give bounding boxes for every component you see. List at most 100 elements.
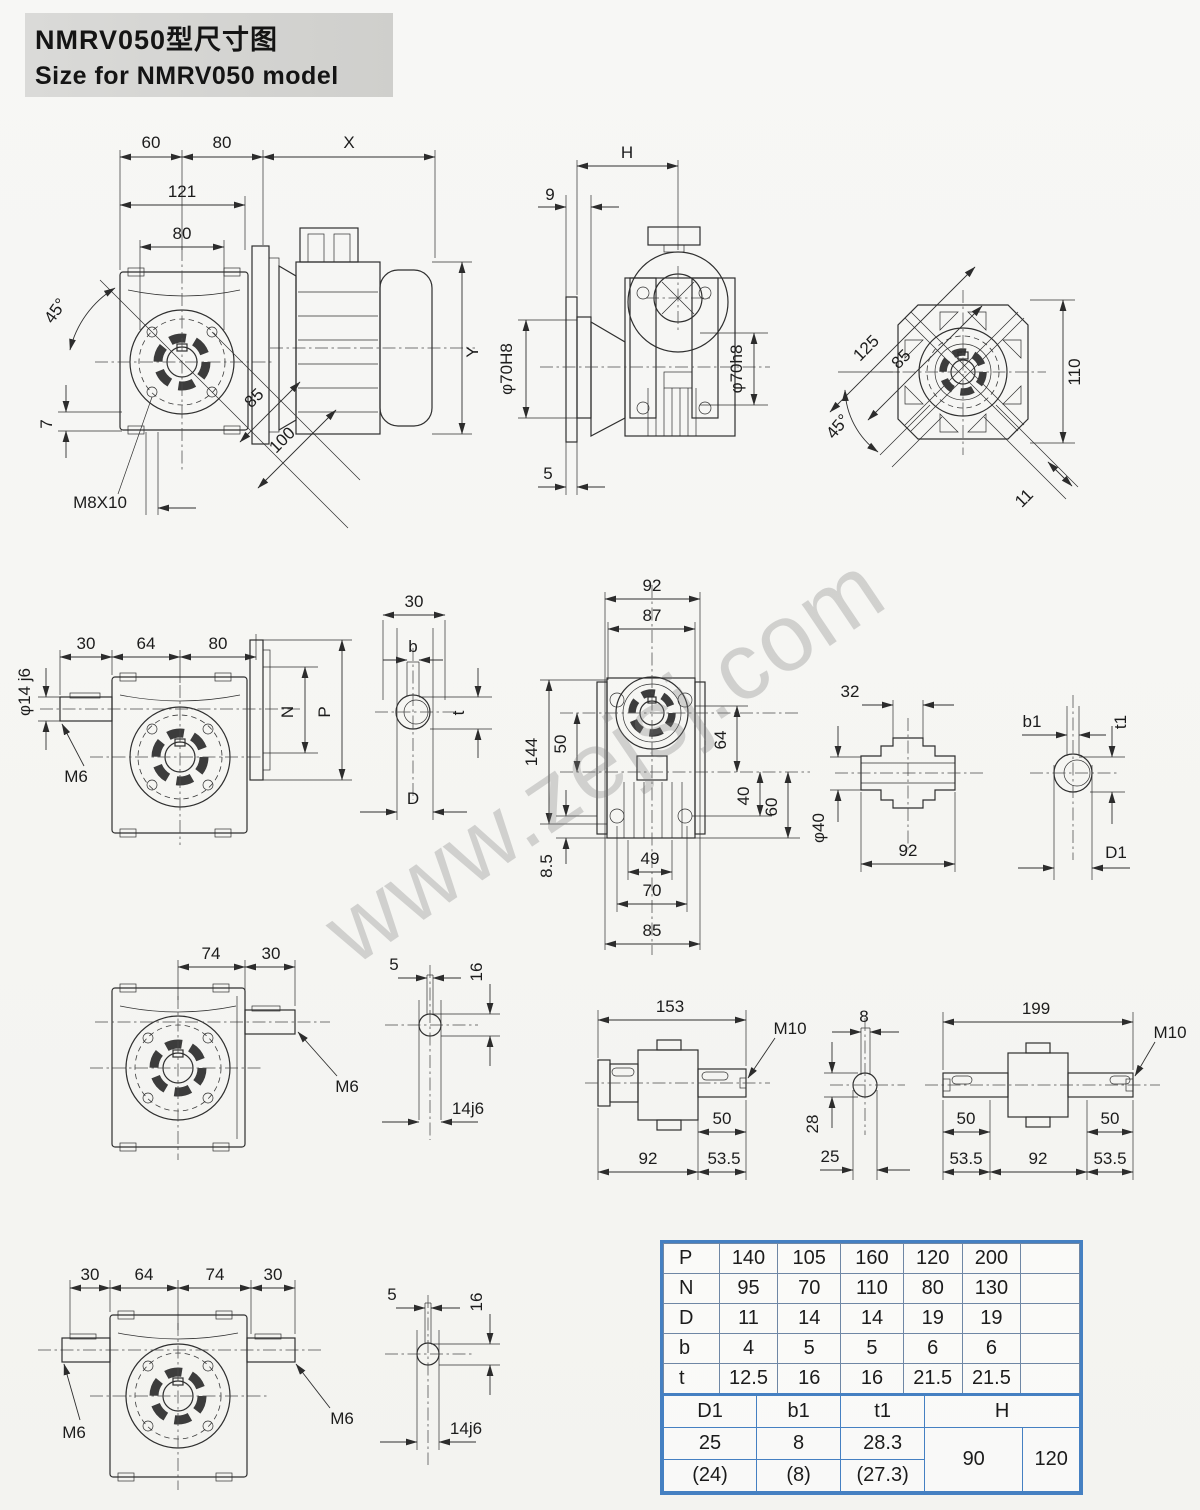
cell: 25 [662, 1427, 758, 1460]
cell: 8 [756, 1427, 842, 1460]
dim-16: 16 [467, 963, 486, 982]
row-label: D [663, 1303, 720, 1334]
dim-50-right: 50 [1101, 1109, 1120, 1128]
dim-74: 74 [202, 944, 221, 963]
header-b1: b1 [756, 1395, 842, 1428]
cell: 21.5 [902, 1363, 963, 1395]
cell: 11 [718, 1303, 779, 1334]
dim-25: 25 [821, 1147, 840, 1166]
cell-empty [1020, 1303, 1080, 1334]
front-view-input-shaft: 30 64 80 φ14 j6 M6 N P [15, 634, 352, 845]
dim-9: 9 [545, 185, 554, 204]
dim-d1: D1 [1105, 843, 1127, 862]
cell: 120 [902, 1243, 963, 1274]
cell: 16 [777, 1363, 842, 1395]
dim-50: 50 [713, 1109, 732, 1128]
cell: 5 [777, 1333, 842, 1364]
cell: 200 [961, 1243, 1022, 1274]
header-t1: t1 [840, 1395, 926, 1428]
worm-shaft-section: 30 b t D [360, 592, 492, 820]
dim-30: 30 [77, 634, 96, 653]
dim-phi70h8: φ70h8 [727, 345, 746, 394]
dim-80-flange: 80 [173, 224, 192, 243]
dim-45deg: 45° [822, 411, 853, 443]
dim-5: 5 [387, 1285, 396, 1304]
cell: 28.3 [840, 1427, 926, 1460]
dim-92: 92 [643, 576, 662, 595]
dim-h: H [621, 143, 633, 162]
dim-40: 40 [734, 787, 753, 806]
cell: 16 [840, 1363, 904, 1395]
cell: 95 [718, 1273, 779, 1304]
dim-92: 92 [899, 841, 918, 860]
dim-d: D [407, 789, 419, 808]
dim-m6-left: M6 [62, 1423, 86, 1442]
cell: (27.3) [840, 1459, 926, 1492]
dim-50: 50 [551, 735, 570, 754]
row-label: P [663, 1243, 720, 1274]
dim-87: 87 [643, 606, 662, 625]
dim-m6: M6 [64, 767, 88, 786]
cell-empty [1020, 1363, 1080, 1395]
cell: 21.5 [961, 1363, 1022, 1395]
title-block: NMRV050型尺寸图 Size for NMRV050 model [25, 13, 393, 97]
cell: 5 [840, 1333, 904, 1364]
dim-m10: M10 [773, 1019, 806, 1038]
output-shaft-section-2: 5 16 14j6 [380, 1285, 500, 1465]
dim-b1: b1 [1023, 712, 1042, 731]
dim-45deg: 45° [40, 295, 70, 327]
dim-53-5-left: 53.5 [949, 1149, 982, 1168]
cell: (24) [662, 1459, 758, 1492]
dim-11: 11 [1011, 485, 1037, 511]
dim-p: P [315, 706, 334, 717]
dim-m8x10: M8X10 [73, 493, 127, 512]
dim-phi14j6: φ14 j6 [15, 668, 34, 716]
dim-y: Y [463, 346, 482, 357]
dim-92: 92 [639, 1149, 658, 1168]
dim-phi70H8: φ70H8 [497, 343, 516, 395]
dim-60: 60 [142, 133, 161, 152]
cell-h90: 90 [924, 1427, 1024, 1492]
front-view-with-motor: 60 80 X 121 80 45° 7 M8X10 [37, 133, 482, 529]
dim-49: 49 [641, 849, 660, 868]
dim-110: 110 [1065, 358, 1084, 385]
cell: 140 [718, 1243, 779, 1274]
dim-28: 28 [803, 1115, 822, 1134]
cell: 130 [961, 1273, 1022, 1304]
dim-92: 92 [1029, 1149, 1048, 1168]
dim-16: 16 [467, 1293, 486, 1312]
dim-30-right: 30 [264, 1265, 283, 1284]
dim-80-top: 80 [213, 133, 232, 152]
cell: 110 [840, 1273, 904, 1304]
side-view: H 9 φ70H8 φ70h8 5 [497, 143, 770, 495]
cell: 4 [718, 1333, 779, 1364]
worm-cross-section: 8 28 25 [803, 1007, 910, 1180]
cell: 70 [777, 1273, 842, 1304]
dim-153: 153 [656, 997, 684, 1016]
cell-h120: 120 [1022, 1427, 1080, 1492]
dim-5: 5 [543, 464, 552, 483]
row-label: N [663, 1273, 720, 1304]
page-title-en: Size for NMRV050 model [35, 62, 339, 90]
hollow-bore-section: b1 t1 D1 [1018, 695, 1130, 880]
dim-m6: M6 [335, 1077, 359, 1096]
dim-53-5: 53.5 [707, 1149, 740, 1168]
cell-empty [1020, 1333, 1080, 1364]
table-row: (24)(8)(27.3) [662, 1459, 1080, 1492]
dim-121: 121 [168, 182, 196, 201]
dim-74: 74 [206, 1265, 225, 1284]
dim-85: 85 [643, 921, 662, 940]
dim-x: X [343, 133, 354, 152]
front-view-double-shaft: 30 64 74 30 M6 M6 [38, 1265, 354, 1490]
front-view-output-shaft: 74 30 M6 [90, 944, 359, 1160]
dim-b: b [408, 637, 417, 656]
